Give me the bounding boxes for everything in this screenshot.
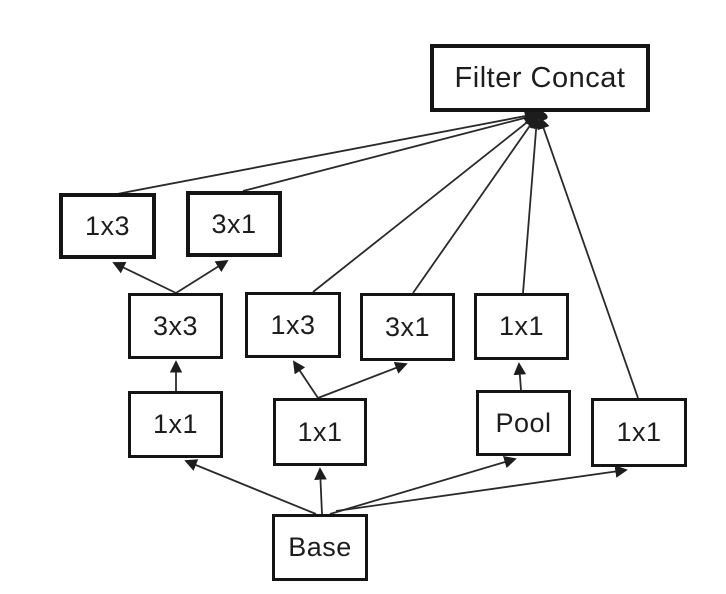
edge-branch2-1x3-to-filter-concat [312, 114, 537, 293]
node-branch1-3x3-label: 3x3 [152, 310, 199, 341]
node-branch4-1x1-label: 1x1 [616, 417, 662, 447]
node-filter-concat: Filter Concat [430, 44, 650, 112]
node-branch1-3x1-label: 3x1 [211, 208, 257, 239]
node-pool: Pool [476, 390, 571, 456]
arrowhead-convergence-blob [530, 109, 548, 121]
edge-branch3-1x1-to-filter-concat [522, 116, 543, 294]
edge-branch2-1x1-to-branch2-3x1 [317, 361, 408, 399]
edge-branch4-1x1-to-filter-concat [537, 116, 639, 399]
edge-pool-to-branch3-1x1 [513, 362, 527, 391]
edge-base-to-branch4-1x1 [335, 465, 628, 512]
node-branch2-1x1: 1x1 [273, 398, 367, 466]
node-branch2-3x1: 3x1 [360, 293, 455, 361]
node-branch4-1x1: 1x1 [591, 398, 687, 467]
node-base: Base [272, 514, 368, 581]
edge-branch1-3x3-to-branch1-3x1 [175, 259, 229, 294]
edge-branch1-3x1-to-filter-concat [242, 111, 538, 192]
node-branch2-1x3: 1x3 [245, 292, 341, 358]
node-branch1-1x1-label: 1x1 [152, 409, 199, 439]
node-branch1-1x3-label: 1x3 [84, 210, 131, 241]
node-branch3-1x1-label: 1x1 [498, 311, 545, 341]
node-filter-concat-label: Filter Concat [454, 61, 626, 94]
node-branch2-1x3-label: 1x3 [270, 309, 316, 340]
node-pool-label: Pool [495, 407, 552, 438]
node-branch1-3x1: 3x1 [186, 191, 282, 257]
node-branch1-1x1: 1x1 [128, 391, 223, 458]
edge-branch1-1x3-to-filter-concat [116, 109, 538, 195]
edge-base-to-branch2-1x1 [314, 467, 327, 515]
node-branch1-3x3: 3x3 [128, 293, 223, 359]
node-branch2-3x1-label: 3x1 [384, 311, 431, 342]
node-branch3-1x1: 1x1 [474, 293, 569, 360]
edge-base-to-pool [329, 456, 517, 515]
edge-branch2-1x1-to-branch2-1x3 [292, 360, 319, 399]
edge-branch1-3x3-to-branch1-1x3 [112, 261, 177, 294]
edge-branch2-3x1-to-filter-concat [412, 115, 538, 294]
node-branch1-1x3: 1x3 [59, 193, 156, 259]
node-base-label: Base [288, 532, 352, 562]
node-branch2-1x1-label: 1x1 [297, 416, 343, 447]
edge-base-to-branch1-1x1 [184, 459, 317, 515]
